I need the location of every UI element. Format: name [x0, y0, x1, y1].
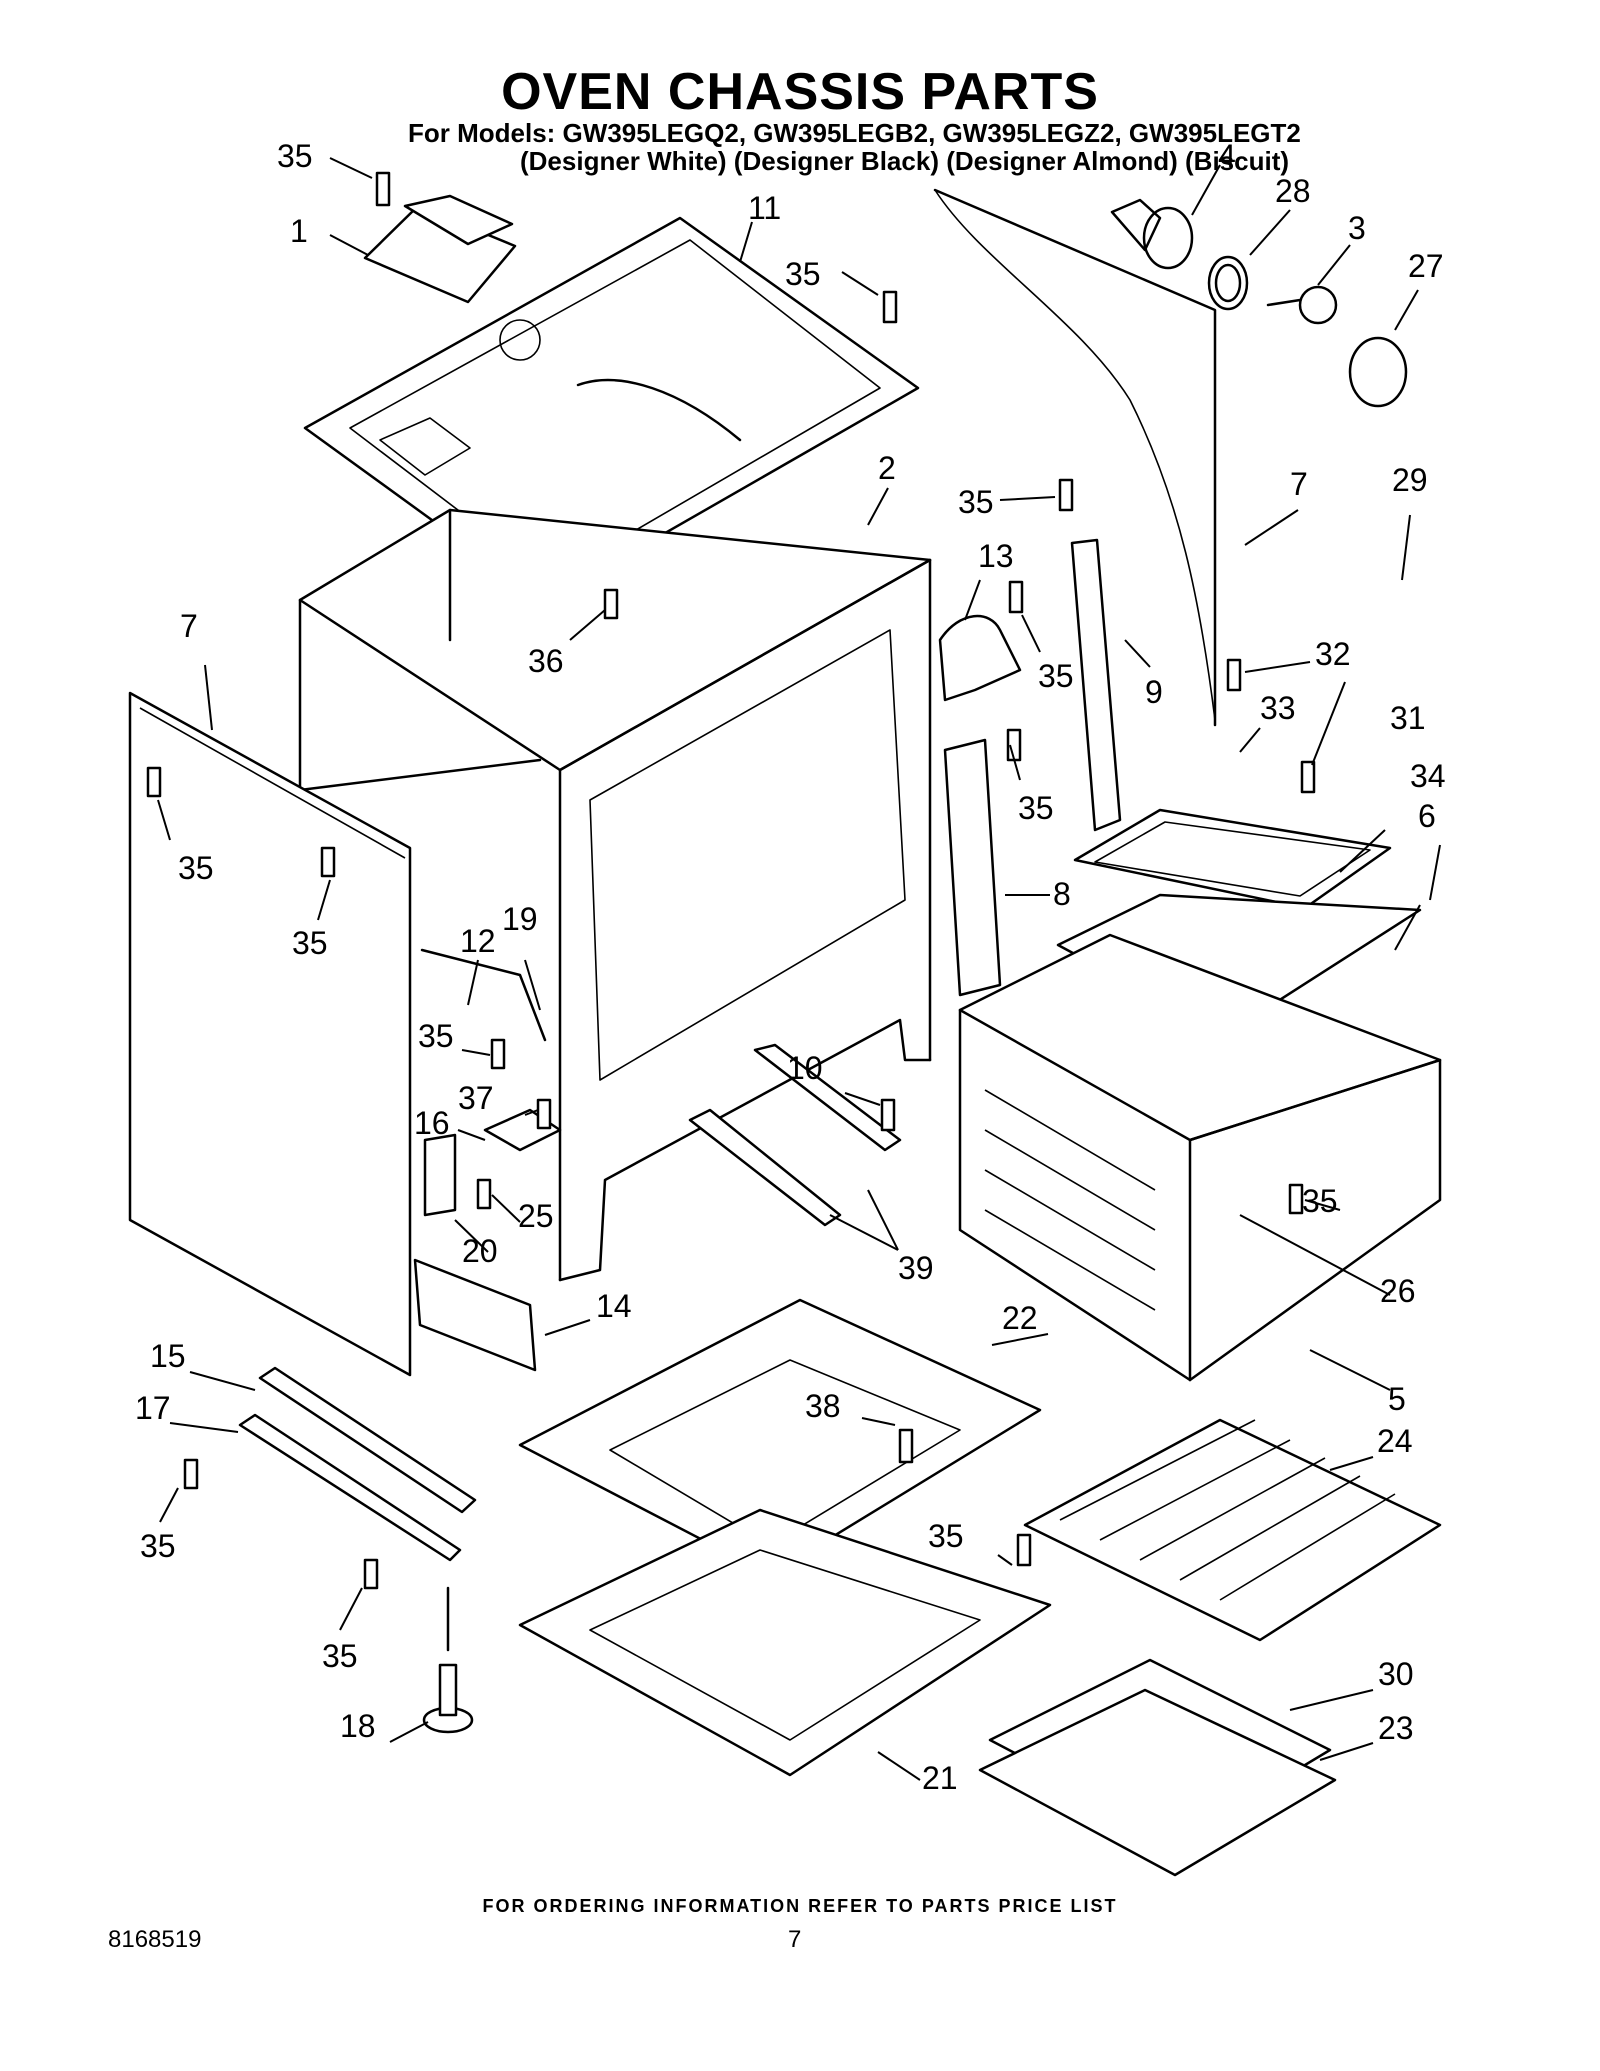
callout-35: 35 [785, 256, 821, 292]
callout-35: 10 [787, 1050, 823, 1086]
document-number: 8168519 [108, 1926, 202, 1953]
callout-25: 25 [518, 1198, 554, 1234]
callout-26: 26 [1380, 1273, 1416, 1309]
model-variants: (Designer White) (Designer Black) (Desig… [520, 146, 1290, 176]
callout-36: 36 [528, 643, 564, 679]
part-2-body-frame [298, 508, 932, 1282]
part-24-rack [1023, 1418, 1442, 1642]
callout-35: 35 [140, 1528, 176, 1564]
callout-16: 16 [414, 1105, 450, 1141]
callout-17: 17 [135, 1390, 171, 1426]
part-20-rails [688, 1043, 902, 1227]
part-7-right-side-panel [933, 188, 1217, 727]
callout-35: 35 [322, 1638, 358, 1674]
callout-38: 38 [805, 1388, 841, 1424]
part-1-cover [363, 194, 517, 304]
callout-30: 30 [1378, 1656, 1414, 1692]
callout-35: 35 [277, 138, 313, 174]
callout-6: 6 [1418, 798, 1436, 834]
callout-14: 14 [596, 1288, 632, 1324]
callout-35: 35 [178, 850, 214, 886]
part-5-6-oven-cavity [958, 933, 1442, 1382]
callout-33: 33 [1260, 690, 1296, 726]
part-18-leveler [422, 1586, 474, 1734]
leader-lines [157, 157, 1441, 1781]
callout-27: 27 [1408, 248, 1444, 284]
ordering-note: FOR ORDERING INFORMATION REFER TO PARTS … [482, 1896, 1118, 1916]
screws [146, 171, 1316, 1590]
callout-21: 21 [922, 1760, 958, 1796]
callout-8: 8 [1053, 876, 1071, 912]
callout-1: 1 [290, 213, 308, 249]
parts-lower-left-components [413, 948, 562, 1372]
part-9-strip [1070, 538, 1122, 832]
callout-7: 7 [1290, 466, 1308, 502]
callout-4: 4 [1218, 138, 1236, 174]
callout-31: 31 [1390, 700, 1426, 736]
page-title: OVEN CHASSIS PARTS [501, 63, 1099, 121]
part-22-bottom-panel [518, 1298, 1042, 1577]
callout-35: 35 [958, 484, 994, 520]
callout-34: 34 [1410, 758, 1446, 794]
callout-15: 15 [150, 1338, 186, 1374]
parts-socket-bulb-lens [1110, 198, 1408, 408]
callout-13: 13 [978, 538, 1014, 574]
callout-32: 32 [1315, 636, 1351, 672]
callout-29: 29 [1392, 462, 1428, 498]
model-list: For Models: GW395LEGQ2, GW395LEGB2, GW39… [408, 118, 1301, 148]
callout-9: 9 [1145, 674, 1163, 710]
part-21-base [518, 1508, 1052, 1777]
part-30-23-broiler-pan [978, 1658, 1337, 1877]
callout-37: 37 [458, 1080, 494, 1116]
callout-35: 35 [292, 925, 328, 961]
callout-39: 35 [1302, 1183, 1338, 1219]
parts-15-17-rails [238, 1366, 477, 1562]
part-8-rail [943, 738, 1002, 997]
callout-5: 5 [1388, 1381, 1406, 1417]
callout-35: 35 [928, 1518, 964, 1554]
callout-19: 19 [502, 901, 538, 937]
callout-35: 35 [418, 1018, 454, 1054]
callout-23: 23 [1378, 1710, 1414, 1746]
page-number: 7 [788, 1926, 802, 1953]
callout-20: 39 [898, 1250, 934, 1286]
callout-18: 18 [340, 1708, 376, 1744]
callout-35: 35 [1018, 790, 1054, 826]
callout-22: 22 [1002, 1300, 1038, 1336]
callout-10: 20 [462, 1233, 498, 1269]
part-31-plate [1073, 808, 1392, 910]
callout-35: 35 [1038, 658, 1074, 694]
callout-24: 24 [1377, 1423, 1413, 1459]
part-13-bracket [938, 614, 1022, 702]
callout-11: 11 [748, 190, 782, 226]
callout-12: 12 [460, 923, 496, 959]
callout-28: 28 [1275, 173, 1311, 209]
callout-3: 3 [1348, 210, 1366, 246]
callout-7: 7 [180, 608, 198, 644]
callout-2: 2 [878, 450, 896, 486]
part-7-left-side-panel [128, 691, 412, 1377]
